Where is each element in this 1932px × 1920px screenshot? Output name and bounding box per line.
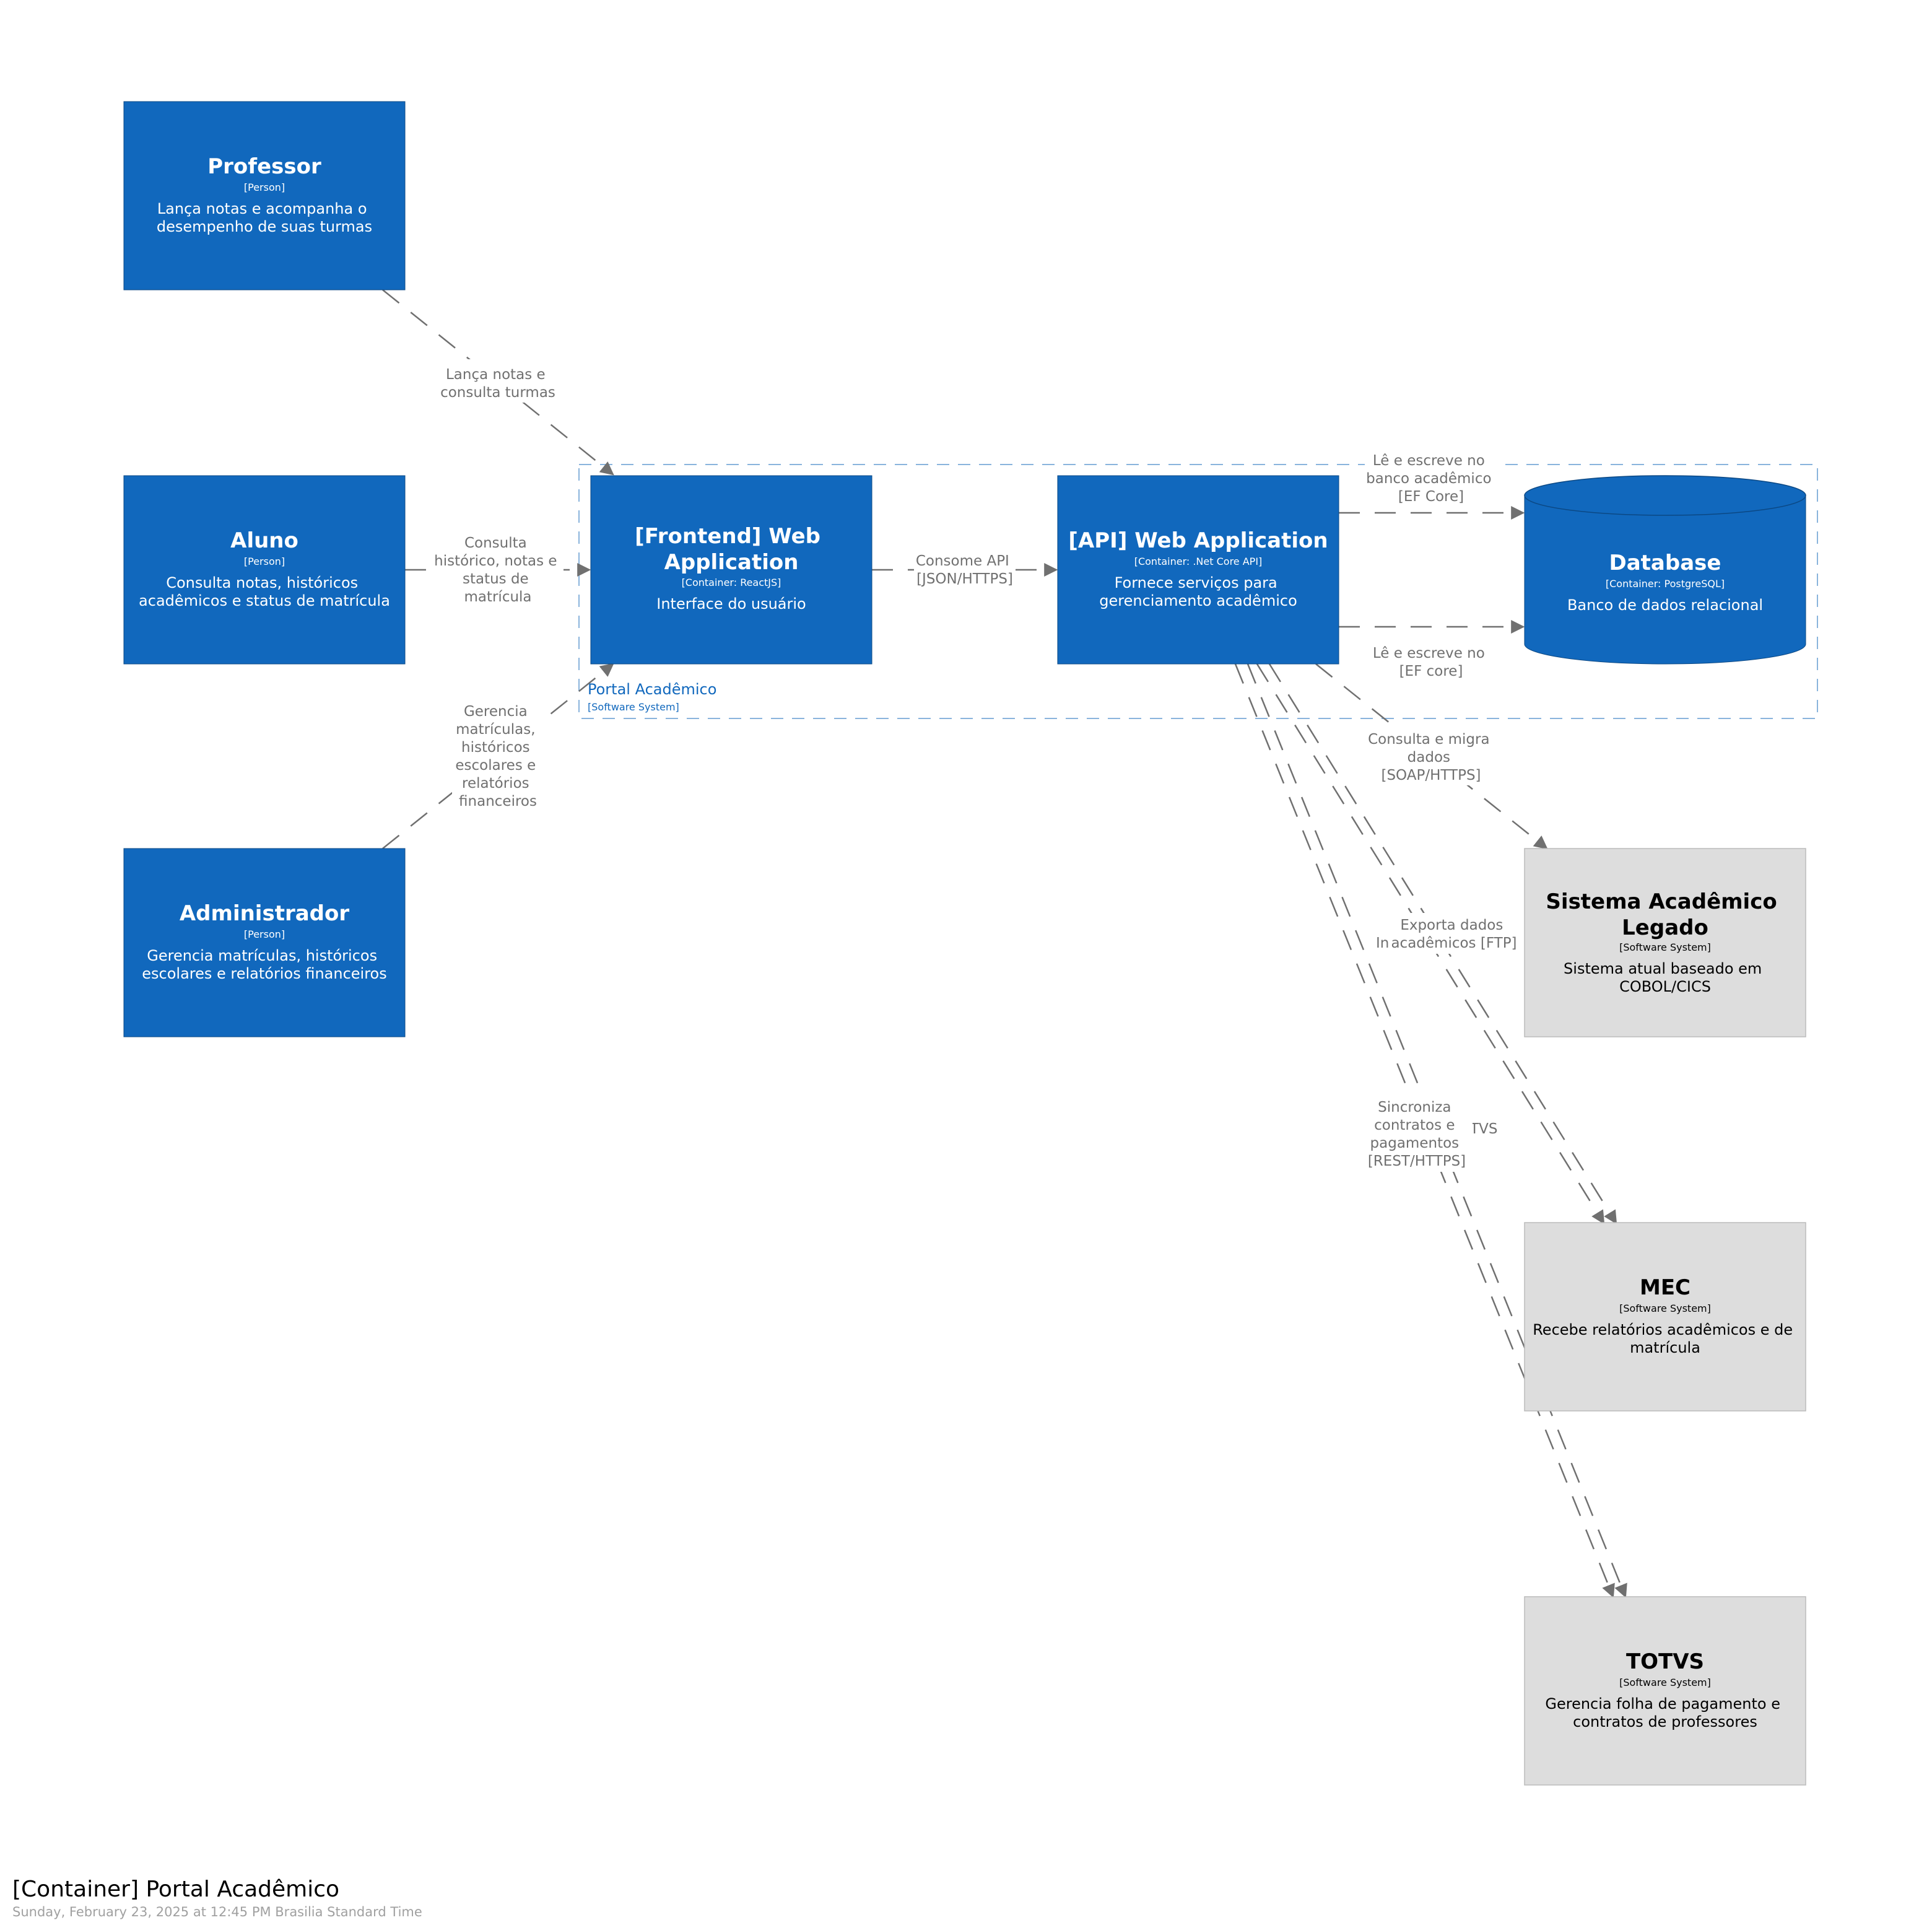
label-api-legado: Consulta e migra dados [SOAP/HTTPS] (1366, 727, 1497, 785)
container-kind: [Container: ReactJS] (682, 577, 781, 588)
label-text: Lê e escreve no banco acadêmico [EF Core… (1366, 453, 1496, 505)
system-desc: Sistema atual baseado em COBOL/CICS (1564, 960, 1767, 995)
system-kind: [Software System] (1619, 941, 1711, 953)
person-kind: [Person] (244, 556, 285, 567)
container-name: [API] Web Application (1068, 528, 1328, 553)
person-desc: Gerencia matrículas, históricos escolare… (142, 947, 386, 982)
person-aluno[interactable]: Aluno [Person] Consulta notas, histórico… (123, 475, 406, 665)
container-name: [Frontend] Web Application (635, 524, 828, 575)
container-frontend[interactable]: [Frontend] Web Application [Container: R… (590, 475, 872, 665)
boundary-name: Portal Acadêmico (588, 681, 716, 698)
person-desc: Lança notas e acompanha o desempenho de … (157, 200, 372, 235)
edge-labels: Lança notas e consulta turmas Consulta h… (433, 359, 1517, 1172)
system-kind: [Software System] (1619, 1677, 1711, 1688)
system-legado[interactable]: Sistema Acadêmico Legado [Software Syste… (1524, 848, 1806, 1037)
label-text: Lança notas e consulta turmas (440, 367, 555, 401)
label-frontend-api: Consome API [JSON/HTTPS] (914, 548, 1016, 588)
label-api-mec: Exporta dados acadêmicos [FTP] (1391, 913, 1517, 954)
person-name: Administrador (180, 901, 349, 926)
label-api-mec-partial: In (1373, 931, 1396, 953)
label-text: Consulta e migra dados [SOAP/HTTPS] (1368, 731, 1494, 783)
system-desc: Gerencia folha de pagamento e contratos … (1545, 1695, 1785, 1730)
label-text: Consulta histórico, notas e status de ma… (434, 535, 562, 605)
label-api-db-write: Lê e escreve no banco acadêmico [EF Core… (1365, 448, 1497, 507)
person-professor[interactable]: Professor [Person] Lança notas e acompan… (123, 101, 406, 290)
label-aluno-frontend: Consulta histórico, notas e status de ma… (433, 531, 564, 608)
label-text: Lê e escreve no [EF core] (1373, 645, 1489, 679)
system-name: TOTVS (1626, 1649, 1704, 1674)
label-text: Consome API [JSON/HTTPS] (916, 553, 1014, 587)
person-name: Professor (207, 154, 321, 179)
label-api-totvs: Sincroniza contratos e pagamentos [REST/… (1362, 1095, 1473, 1172)
person-name: Aluno (230, 528, 298, 553)
system-name: Sistema Acadêmico Legado (1546, 889, 1784, 940)
container-kind: [Container: .Net Core API] (1134, 556, 1263, 567)
container-desc: Fornece serviços para gerenciamento acad… (1099, 574, 1297, 609)
label-professor-frontend: Lança notas e consulta turmas (433, 359, 564, 403)
person-administrador[interactable]: Administrador [Person] Gerencia matrícul… (123, 848, 406, 1037)
system-name: MEC (1640, 1275, 1690, 1300)
portal-academico-boundary: Portal Acadêmico [Software System] (578, 464, 1818, 719)
diagram-timestamp: Sunday, February 23, 2025 at 12:45 PM Br… (12, 1905, 422, 1919)
label-admin-frontend: Gerencia matrículas, históricos escolare… (452, 699, 544, 811)
system-mec[interactable]: MEC [Software System] Recebe relatórios … (1524, 1222, 1806, 1412)
system-desc: Recebe relatórios acadêmicos e de matríc… (1533, 1321, 1798, 1356)
container-kind: [Container: PostgreSQL] (1606, 578, 1725, 590)
label-text: In (1376, 935, 1389, 951)
system-kind: [Software System] (1619, 1303, 1711, 1314)
container-name: Database (1609, 551, 1721, 575)
label-text: Sincroniza contratos e pagamentos [REST/… (1368, 1099, 1466, 1169)
diagram-title: [Container] Portal Acadêmico (12, 1877, 339, 1902)
person-kind: [Person] (244, 928, 285, 940)
container-desc: Interface do usuário (656, 595, 806, 613)
label-text: Exporta dados acadêmicos [FTP] (1391, 917, 1516, 951)
person-kind: [Person] (244, 181, 285, 193)
label-api-db-read: Lê e escreve no [EF core] (1368, 640, 1494, 681)
person-desc: Consulta notas, históricos acadêmicos e … (139, 574, 390, 609)
label-text: Gerencia matrículas, históricos escolare… (455, 704, 540, 809)
container-desc: Banco de dados relacional (1567, 596, 1763, 614)
diagram-footer: [Container] Portal Acadêmico Sunday, Feb… (12, 1877, 422, 1919)
container-api[interactable]: [API] Web Application [Container: .Net C… (1057, 475, 1339, 665)
container-database[interactable]: Database [Container: PostgreSQL] Banco d… (1524, 475, 1806, 665)
boundary-kind: [Software System] (588, 701, 679, 713)
system-totvs[interactable]: TOTVS [Software System] Gerencia folha d… (1524, 1596, 1806, 1786)
